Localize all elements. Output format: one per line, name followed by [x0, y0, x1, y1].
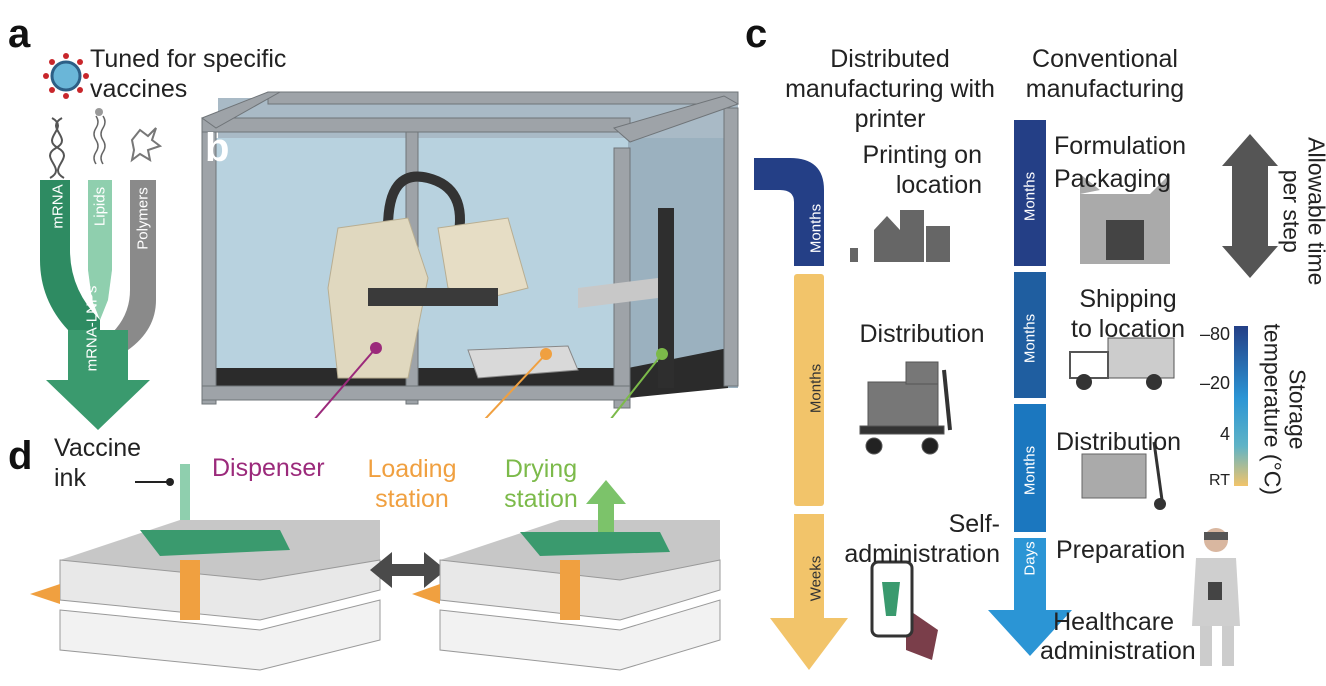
- conventional-stage-2-label: Shipping to location: [1071, 285, 1185, 343]
- storage-temperature-label: Storage temperature (°C): [1259, 323, 1311, 496]
- conventional-stage-1-label: Formulation Packaging: [1054, 132, 1186, 193]
- temp-tick-4: 4: [1219, 424, 1230, 444]
- healthcare-administration-label: Healthcare administration: [1040, 608, 1196, 665]
- conventional-arrowhead: [988, 610, 1072, 656]
- panel-a-graphic: [40, 53, 163, 430]
- dispenser-label: Dispenser: [212, 454, 325, 482]
- allowable-time-arrow: [1222, 134, 1278, 278]
- distributed-duration-1: Months: [807, 203, 825, 254]
- city-buildings-icon: [850, 210, 950, 262]
- polymers-label: Polymers: [134, 187, 152, 250]
- panel-a-title: Tuned for specific vaccines: [90, 45, 287, 103]
- distributed-stage-2-label: Distribution: [859, 320, 985, 348]
- temperature-scale-bar: [1234, 326, 1248, 486]
- panel-d-graphic: [30, 464, 721, 671]
- distributed-header: Distributed manufacturing with printer: [785, 45, 995, 133]
- panel-letter-c: c: [745, 12, 768, 56]
- phone-hand-icon: [870, 560, 938, 660]
- panel-c-timeline: [754, 120, 1278, 670]
- distributed-stage-3-label: Self-administration: [844, 510, 1000, 568]
- conventional-stage-4-label: Preparation: [1056, 536, 1186, 564]
- panel-letter-d: d: [8, 434, 33, 478]
- truck-icon: [1069, 337, 1175, 390]
- printer-enclosure: [200, 91, 740, 418]
- exchange-arrow-icon: [370, 552, 446, 588]
- temp-tick-rt: RT: [1208, 472, 1230, 489]
- lipids-label: Lipids: [91, 186, 109, 227]
- factory-icon: [1080, 174, 1170, 264]
- distributed-stage-2-bar: [794, 274, 824, 506]
- polymers-icon: [130, 127, 163, 163]
- panel-letter-b: b: [205, 126, 230, 170]
- mrna-icon: [49, 117, 65, 179]
- conventional-duration-1: Months: [1021, 171, 1039, 222]
- right-block: [412, 480, 721, 671]
- mrna-lnps-label: mRNA-LNPs: [83, 285, 101, 372]
- temp-tick-minus20: –20: [1199, 373, 1230, 393]
- hand-truck-icon: [1081, 441, 1166, 510]
- distributed-duration-2: Months: [807, 363, 825, 414]
- mrna-label: mRNA: [49, 184, 67, 229]
- distributed-stage-1-label: Printing on location: [862, 141, 982, 199]
- distributed-stage-3-bar: [794, 514, 824, 618]
- temp-tick-minus80: –80: [1199, 324, 1230, 344]
- distributed-stage-1-bar: [754, 158, 824, 266]
- allowable-time-label: Allowable time per step: [1278, 137, 1326, 286]
- distributed-duration-3: Weeks: [807, 555, 825, 602]
- conventional-stage-4-bar: [1014, 538, 1046, 610]
- lipids-icon: [93, 108, 106, 165]
- conventional-stage-1-bar: [1014, 120, 1046, 266]
- left-block: [30, 520, 381, 671]
- merged-arrow: [46, 330, 150, 430]
- robot-arm: [327, 217, 529, 379]
- loading-station-label: Loading station: [367, 455, 457, 513]
- conventional-duration-3: Months: [1021, 445, 1039, 496]
- conventional-header: Conventional manufacturing: [1025, 45, 1185, 103]
- panel-letter-a: a: [8, 12, 31, 56]
- conventional-stage-3-bar: [1014, 404, 1046, 532]
- lipids-stream: [88, 180, 112, 320]
- conventional-stage-3-label: Distribution: [1056, 428, 1182, 456]
- conventional-duration-2: Months: [1021, 313, 1039, 364]
- dispenser-nozzle: [135, 464, 190, 520]
- conventional-stage-2-bar: [1014, 272, 1046, 398]
- vaccine-ink-label: Vaccine ink: [54, 434, 142, 492]
- conventional-duration-4: Days: [1021, 541, 1039, 576]
- drying-station-label: Drying station: [504, 455, 578, 513]
- healthcare-worker-icon: [1192, 528, 1240, 666]
- nanoparticle-icon: [43, 53, 89, 99]
- distributed-arrowhead: [770, 618, 848, 670]
- cart-boxes-icon: [859, 361, 952, 455]
